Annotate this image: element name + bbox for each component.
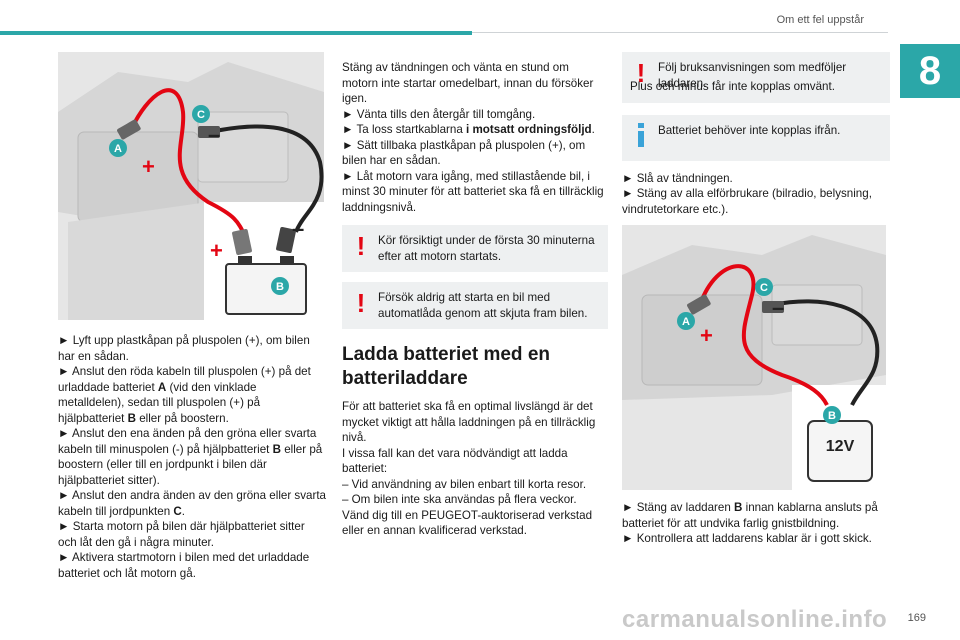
info-icon xyxy=(638,122,644,147)
charger-diagram: 12V A C B + – xyxy=(622,225,886,490)
charger-red-cable xyxy=(698,264,829,406)
clamp-c xyxy=(198,126,220,138)
label-a: A xyxy=(114,143,122,155)
step-remove-cables: ► Ta loss startkablarna i motsatt ordnin… xyxy=(342,123,595,136)
jump-start-diagram: A C B + – + – xyxy=(58,52,324,320)
step-keep-running: ► Låt motorn vara igång, med stillaståen… xyxy=(342,169,604,214)
header-rule xyxy=(472,32,888,33)
paragraph-retry: Stäng av tändningen och vänta en stund o… xyxy=(342,61,594,105)
watermark: carmanualsonline.info xyxy=(622,606,888,633)
minus-sign: – xyxy=(772,295,784,320)
header-accent-bar xyxy=(0,31,472,35)
label-b: B xyxy=(276,281,284,293)
plus-sign-battery: + xyxy=(210,238,223,263)
step-charger-off: ► Stäng av laddaren B innan kablarna ans… xyxy=(622,501,878,530)
step-idle: ► Vänta tills den återgår till tomgång. xyxy=(342,107,536,121)
minus-sign: – xyxy=(208,122,220,147)
middle-column-text: Stäng av tändningen och vänta en stund o… xyxy=(342,60,608,539)
step-replace-cover: ► Sätt tillbaka plastkåpan på pluspolen … xyxy=(342,138,586,168)
label-a: A xyxy=(682,316,690,328)
black-cable xyxy=(209,124,324,233)
charger-black-cable xyxy=(771,299,880,406)
battery-charger-illustration: 12V A C B + – xyxy=(622,225,886,490)
step-start-donor: ► Starta motorn på bilen där hjälpbatter… xyxy=(58,520,305,549)
charger-unit xyxy=(807,420,873,482)
step-lift-cover: ► Lyft upp plastkåpan på pluspolen (+), … xyxy=(58,334,310,363)
warning-note-no-push-start: ! Försök aldrig att starta en bil med au… xyxy=(342,282,608,329)
paragraph-lifespan: För att batteriet ska få en optimal livs… xyxy=(342,400,596,444)
plus-sign: + xyxy=(142,154,155,179)
page-number: 169 xyxy=(907,612,926,624)
step-connect-black-2: ► Anslut den andra änden av den gröna el… xyxy=(58,489,327,518)
paragraph-workshop: Vänd dig till en PEUGEOT-auktoriserad ve… xyxy=(342,508,593,538)
step-connect-black-1: ► Anslut den ena änden på den gröna elle… xyxy=(58,427,323,487)
warning-icon: ! xyxy=(356,231,366,261)
warning-icon: ! xyxy=(356,288,366,318)
warning-note-drive-carefully: ! Kör försiktigt under de första 30 minu… xyxy=(342,225,608,272)
plus-sign: + xyxy=(700,323,713,348)
clamp-a xyxy=(117,119,141,140)
chapter-title: Om ett fel uppstår xyxy=(776,14,864,26)
list-item-unused-weeks: – Om bilen inte ska användas på flera ve… xyxy=(342,493,577,506)
warning-note-polarity: Plus och minus får inte kopplas omvänt. xyxy=(622,79,890,103)
label-c: C xyxy=(197,109,205,121)
minus-sign-battery: – xyxy=(292,216,304,241)
step-check-cables: ► Kontrollera att laddarens kablar är i … xyxy=(622,532,872,545)
chapter-number-badge: 8 xyxy=(900,44,960,98)
step-ignition-off: ► Slå av tändningen. xyxy=(622,171,733,185)
paragraph-when-charge: I vissa fall kan det vara nödvändigt att… xyxy=(342,446,568,476)
right-column-bottom-text: ► Stäng av laddaren B innan kablarna ans… xyxy=(622,500,890,547)
charger-voltage-label: 12V xyxy=(826,438,855,455)
step-consumers-off: ► Stäng av alla elförbrukare (bilradio, … xyxy=(622,187,872,216)
jump-start-illustration: A C B + – + – xyxy=(58,52,324,320)
right-column-notes: ! Följ bruksanvisningen som medföljer la… xyxy=(622,52,890,217)
section-title: Ladda batteriet med en batteriladdare xyxy=(342,344,550,389)
list-item-short-trips: – Vid användning av bilen enbart till ko… xyxy=(342,477,587,491)
info-note-no-disconnect: Batteriet behöver inte kopplas ifrån. xyxy=(622,114,890,161)
red-cable xyxy=(128,88,250,243)
warning-icon: ! xyxy=(636,58,646,88)
booster-battery xyxy=(225,263,307,315)
step-start-vehicle: ► Aktivera startmotorn i bilen med det u… xyxy=(58,551,310,580)
step-connect-red: ► Anslut den röda kabeln till pluspolen … xyxy=(58,365,311,425)
label-c: C xyxy=(760,282,768,294)
label-b: B xyxy=(828,410,836,422)
left-column-text: ► Lyft upp plastkåpan på pluspolen (+), … xyxy=(58,333,326,581)
